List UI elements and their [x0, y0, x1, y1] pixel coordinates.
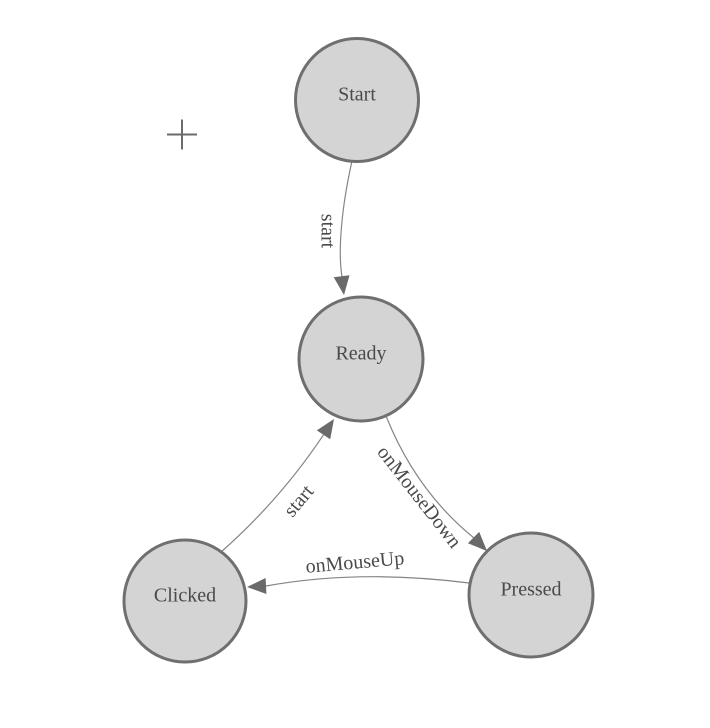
- state-node-clicked-circle[interactable]: [122, 538, 248, 664]
- transition-ready-to-pressed-arrowhead-icon: [467, 531, 487, 551]
- transition-clicked-to-ready-arrowhead-icon: [316, 419, 334, 440]
- transition-clicked-to-ready-line[interactable]: [220, 434, 324, 553]
- transition-start-to-ready-label[interactable]: start: [316, 214, 338, 249]
- transition-pressed-to-clicked-arrowhead-icon: [247, 578, 267, 594]
- transition-start-to-ready-arrowhead-icon: [333, 275, 350, 295]
- state-node-pressed[interactable]: Pressed: [467, 531, 595, 659]
- state-node-pressed-circle[interactable]: [467, 531, 595, 659]
- transition-ready-to-pressed-line[interactable]: [385, 415, 475, 539]
- origin-cross-icon: [167, 119, 197, 150]
- transition-pressed-to-clicked-line[interactable]: [265, 576, 470, 587]
- state-node-start-label: Start: [338, 84, 376, 106]
- state-node-start-circle[interactable]: [294, 37, 420, 163]
- state-node-ready-label: Ready: [335, 343, 386, 365]
- state-node-ready[interactable]: Ready: [297, 295, 425, 423]
- state-node-ready-circle[interactable]: [297, 295, 425, 423]
- state-node-start[interactable]: Start: [294, 37, 420, 163]
- transition-start-to-ready[interactable]: start: [316, 160, 353, 295]
- state-node-clicked-label: Clicked: [154, 585, 216, 607]
- state-node-pressed-label: Pressed: [500, 579, 561, 601]
- transition-start-to-ready-line[interactable]: [339, 160, 353, 278]
- state-node-clicked[interactable]: Clicked: [122, 538, 248, 664]
